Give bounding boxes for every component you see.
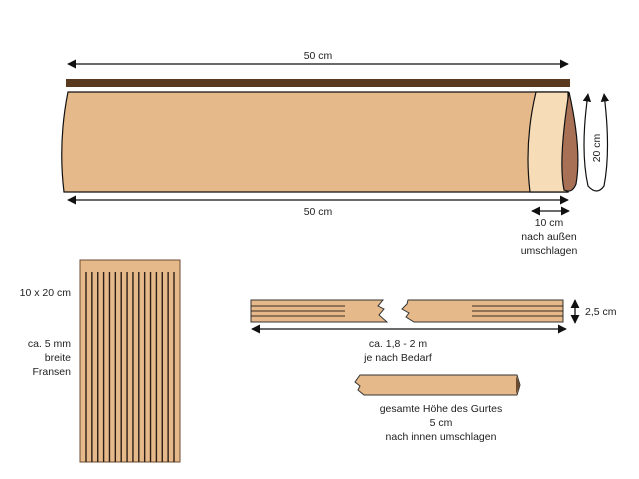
roll-body (61, 91, 569, 193)
fringe-lines (85, 272, 175, 462)
strap-fold-label-1: gesamte Höhe des Gurtes (380, 403, 503, 415)
top-width-label: 50 cm (304, 50, 333, 62)
fold-label-1: 10 cm (535, 217, 564, 229)
fold-panel (527, 91, 569, 193)
strap-folded (354, 374, 521, 396)
strap-length-label-1: ca. 1,8 - 2 m (369, 338, 428, 350)
height-label: 20 cm (591, 133, 603, 162)
strap-fold-label-3: nach innen umschlagen (386, 431, 497, 443)
fringe-label-3: Fransen (32, 366, 71, 378)
strap-stitching (251, 305, 563, 317)
fringe-label-2: breite (45, 352, 71, 364)
strap-folded-end (516, 376, 520, 394)
height-arrow (582, 93, 610, 192)
fringe-piece (79, 259, 181, 463)
rod (66, 79, 570, 87)
roll-end (561, 91, 579, 192)
fold-label-2: nach außen (521, 231, 577, 243)
strap-length-label-2: je nach Bedarf (363, 352, 432, 364)
fold-label-3: umschlagen (521, 245, 578, 257)
bottom-width-label: 50 cm (304, 206, 333, 218)
strap-height-label: 2,5 cm (585, 306, 617, 318)
fringe-size-label: 10 x 20 cm (20, 287, 72, 299)
fringe-label-1: ca. 5 mm (28, 338, 71, 350)
strap-fold-label-2: 5 cm (430, 417, 453, 429)
